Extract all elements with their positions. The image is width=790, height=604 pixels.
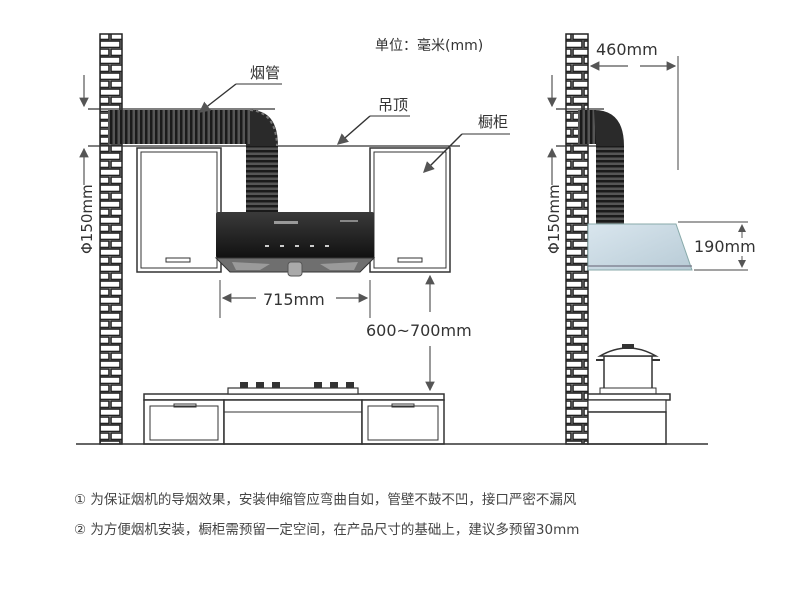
cooking-pot	[596, 344, 660, 395]
right-view: 460mm 190mm Φ150mm	[545, 33, 756, 445]
upper-cabinet-left	[136, 147, 222, 273]
range-hood-side	[587, 223, 693, 271]
range-hood-front	[214, 212, 376, 277]
duct-horizontal	[108, 110, 258, 144]
upper-cabinet-right	[369, 147, 451, 273]
dim-depth: 460mm	[596, 40, 658, 59]
note-2: ② 为方便烟机安装，橱柜需预留一定空间，在产品尺寸的基础上，建议多预留30mm	[74, 522, 580, 538]
duct-vertical-side	[596, 146, 624, 224]
dim-height: 600~700mm	[366, 321, 472, 340]
dim-pipe-right: Φ150mm	[545, 184, 563, 254]
duct-elbow	[246, 110, 278, 150]
label-duct: 烟管	[250, 64, 280, 82]
label-ceiling: 吊顶	[378, 96, 408, 114]
dim-width: 715mm	[263, 290, 325, 309]
left-brick-wall	[99, 33, 123, 445]
left-view: 单位：毫米(mm) 烟管 吊顶 橱柜 715mm 600~700mm Φ150m…	[78, 33, 510, 445]
duct-vertical	[246, 146, 278, 214]
dim-pipe-left: Φ150mm	[78, 184, 96, 254]
right-brick-wall	[565, 33, 589, 445]
dim-hood-height: 190mm	[694, 237, 756, 256]
note-1: ① 为保证烟机的导烟效果，安装伸缩管应弯曲自如，管壁不鼓不凹，接口严密不漏风	[74, 492, 577, 508]
label-unit: 单位：毫米(mm)	[375, 37, 483, 54]
label-cabinet: 橱柜	[478, 113, 508, 131]
stove-counter	[143, 382, 445, 445]
